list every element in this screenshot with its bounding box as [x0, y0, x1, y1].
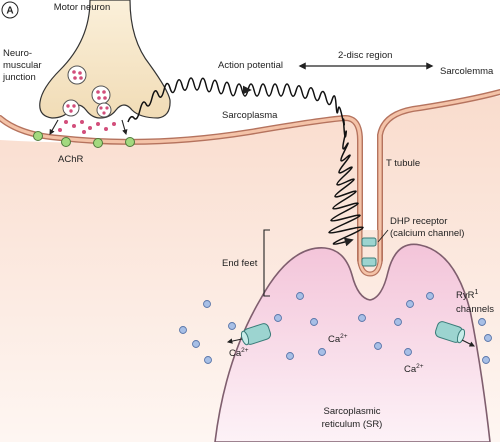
label-two-disc-region: 2-disc region [338, 50, 392, 61]
motor-neuron-terminal [39, 0, 171, 119]
ryr-channel-right [434, 321, 466, 344]
calcium-ions [179, 292, 492, 364]
label-calcium-2: Ca2+ [328, 333, 348, 345]
action-potential-wave [127, 77, 364, 247]
label-motor-neuron: Motor neuron [54, 2, 111, 13]
label-nmj-line2: muscular [3, 60, 42, 71]
label-action-potential: Action potential [218, 60, 283, 71]
acetylcholine-molecules [58, 120, 116, 134]
achr-receptor [33, 131, 135, 148]
ryr-channel-left [240, 323, 272, 346]
label-t-tubule: T tubule [386, 158, 420, 169]
release-arrow [121, 119, 128, 136]
sarcolemma-inner [0, 90, 500, 274]
panel-letter-badge [1, 1, 19, 19]
label-sarcoplasma: Sarcoplasma [222, 110, 278, 121]
synaptic-vesicle [62, 99, 80, 117]
label-calcium-1: Ca2+ [229, 347, 249, 359]
end-feet-bracket [263, 229, 270, 297]
sarcoplasmic-reticulum [214, 243, 491, 442]
label-ryr-channels: channels [456, 304, 494, 315]
synaptic-vesicle [67, 65, 87, 85]
label-ryr: RyR1 [456, 289, 478, 301]
label-dhp-line1: DHP receptor [390, 216, 447, 227]
t-tubule [357, 230, 383, 277]
label-calcium-3: Ca2+ [404, 363, 424, 375]
label-dhp-line2: (calcium channel) [390, 228, 464, 239]
calcium-flow-arrow-left [226, 338, 243, 344]
dhp-pointer-line [377, 229, 389, 243]
label-sr-line2: reticulum (SR) [322, 419, 383, 430]
synaptic-vesicle [91, 85, 111, 105]
label-achr: AChR [58, 154, 83, 165]
label-end-feet: End feet [222, 258, 258, 269]
calcium-flow-arrow-right [461, 339, 475, 347]
synaptic-vesicle [96, 102, 112, 118]
panel-letter: A [6, 6, 13, 17]
label-sarcolemma: Sarcolemma [440, 66, 494, 77]
label-sr-line1: Sarcoplasmic [323, 406, 380, 417]
label-nmj-line1: Neuro- [3, 48, 32, 59]
label-nmj-line3: junction [2, 72, 36, 83]
release-arrow [49, 119, 59, 135]
dhp-receptor [361, 237, 377, 267]
